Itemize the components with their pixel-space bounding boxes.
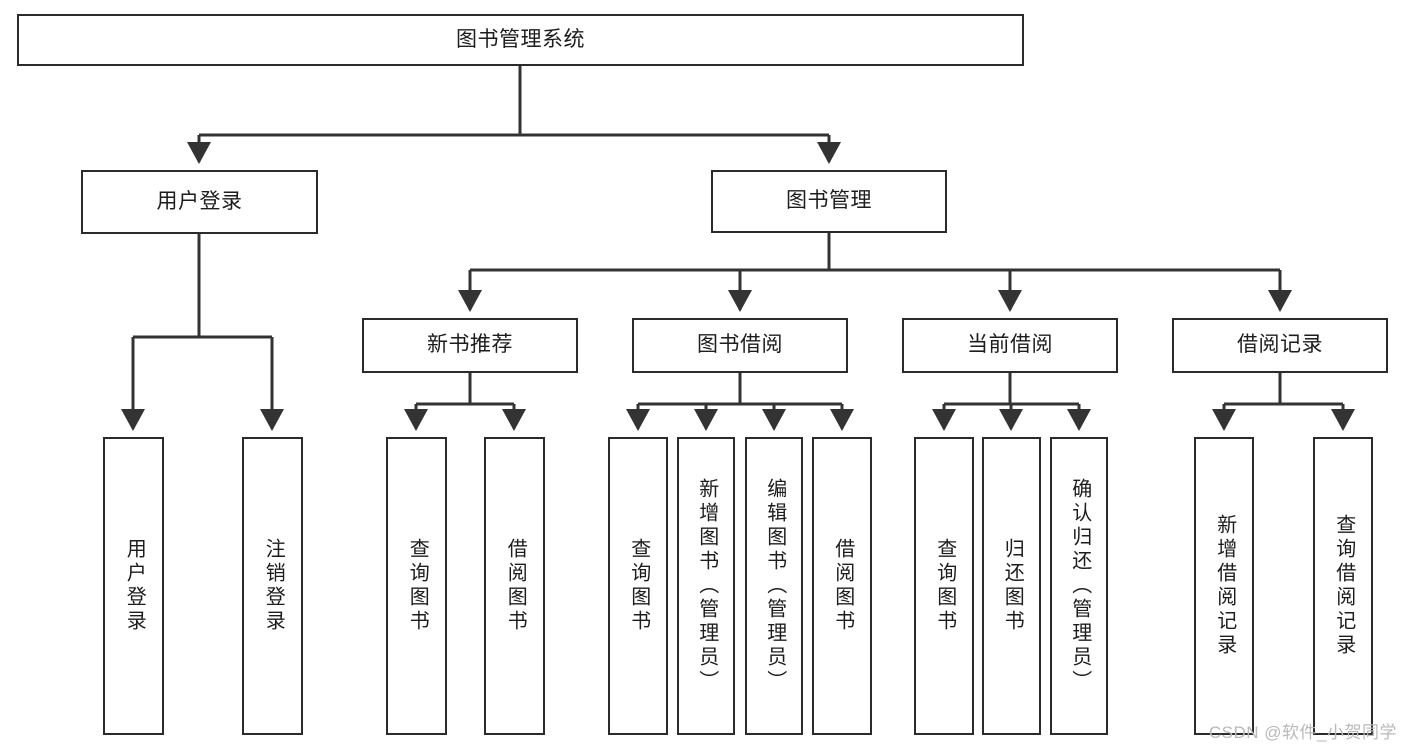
node-book-borrow[interactable]: 图书借阅 xyxy=(632,318,848,373)
node-book-manage-label: 图书管理 xyxy=(786,189,872,213)
node-book-manage[interactable]: 图书管理 xyxy=(711,170,947,233)
node-leaf-borrow-book-1-label: 借阅图书 xyxy=(504,538,527,634)
node-leaf-query-record-label: 查询借阅记录 xyxy=(1332,514,1355,658)
node-leaf-query-book-1-label: 查询图书 xyxy=(406,538,429,634)
node-leaf-edit-book-label: 编辑图书（管理员） xyxy=(763,478,786,694)
node-leaf-query-book-1[interactable]: 查询图书 xyxy=(386,437,447,735)
node-leaf-borrow-book-1[interactable]: 借阅图书 xyxy=(484,437,545,735)
node-new-book-recommend[interactable]: 新书推荐 xyxy=(362,318,578,373)
node-root-label: 图书管理系统 xyxy=(456,27,585,51)
node-leaf-return-book[interactable]: 归还图书 xyxy=(982,437,1041,735)
node-leaf-add-book-label: 新增图书（管理员） xyxy=(695,478,718,694)
node-leaf-add-book[interactable]: 新增图书（管理员） xyxy=(677,437,735,735)
node-leaf-add-record-label: 新增借阅记录 xyxy=(1213,514,1236,658)
node-borrow-record-label: 借阅记录 xyxy=(1237,333,1323,357)
node-leaf-confirm-return-label: 确认归还（管理员） xyxy=(1068,478,1091,694)
node-root[interactable]: 图书管理系统 xyxy=(17,14,1024,66)
node-leaf-confirm-return[interactable]: 确认归还（管理员） xyxy=(1050,437,1108,735)
node-book-borrow-label: 图书借阅 xyxy=(697,333,783,357)
node-leaf-add-record[interactable]: 新增借阅记录 xyxy=(1194,437,1254,735)
node-leaf-logout-login-label: 注销登录 xyxy=(262,538,285,634)
node-new-book-recommend-label: 新书推荐 xyxy=(427,333,513,357)
node-user-login[interactable]: 用户登录 xyxy=(81,170,318,234)
node-borrow-record[interactable]: 借阅记录 xyxy=(1172,318,1388,373)
node-leaf-query-book-2-label: 查询图书 xyxy=(627,538,650,634)
node-leaf-user-login-label: 用户登录 xyxy=(123,538,146,634)
node-current-borrow-label: 当前借阅 xyxy=(967,333,1053,357)
node-leaf-user-login[interactable]: 用户登录 xyxy=(103,437,164,735)
csdn-watermark: CSDN @软件_小贺同学 xyxy=(1208,723,1397,742)
node-leaf-return-book-label: 归还图书 xyxy=(1001,538,1024,634)
node-leaf-query-book-2[interactable]: 查询图书 xyxy=(608,437,668,735)
node-leaf-edit-book[interactable]: 编辑图书（管理员） xyxy=(745,437,803,735)
node-current-borrow[interactable]: 当前借阅 xyxy=(902,318,1118,373)
node-leaf-query-record[interactable]: 查询借阅记录 xyxy=(1313,437,1373,735)
node-leaf-query-book-3[interactable]: 查询图书 xyxy=(914,437,974,735)
node-user-login-label: 用户登录 xyxy=(156,189,243,213)
node-leaf-logout-login[interactable]: 注销登录 xyxy=(242,437,303,735)
node-leaf-borrow-book-2[interactable]: 借阅图书 xyxy=(812,437,872,735)
node-leaf-borrow-book-2-label: 借阅图书 xyxy=(831,538,854,634)
node-leaf-query-book-3-label: 查询图书 xyxy=(933,538,956,634)
